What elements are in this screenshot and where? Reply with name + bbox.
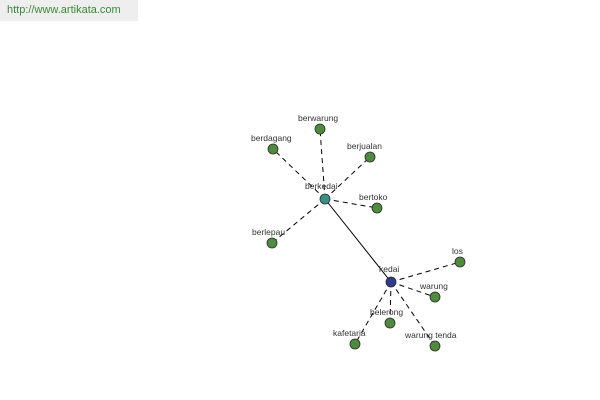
node-label-warung: warung [419, 281, 448, 291]
edge-kedai-warung [390, 281, 436, 298]
node-warung-tenda[interactable] [429, 340, 441, 352]
hub-node-kedai[interactable] [385, 276, 397, 288]
edge-berkedai-berwarung [319, 128, 326, 200]
node-kafetaria[interactable] [349, 338, 361, 350]
edge-berkedai-berlepau [271, 198, 326, 244]
edge-kedai-kafetaria [354, 281, 392, 345]
node-label-warung-tenda: warung tenda [404, 330, 457, 340]
node-label-belerong: belerong [370, 307, 403, 317]
edge-berkedai-berjualan [324, 156, 371, 200]
node-los[interactable] [454, 256, 466, 268]
node-label-bertoko: bertoko [359, 192, 388, 202]
node-berjualan[interactable] [364, 151, 376, 163]
node-label-berdagang: berdagang [251, 133, 292, 143]
edge-kedai-los [390, 261, 461, 283]
edges-layer [271, 128, 461, 347]
edge-kedai-belerong [389, 281, 392, 324]
node-bertoko[interactable] [371, 202, 383, 214]
node-label-kafetaria: kafetaria [333, 328, 366, 338]
hub-node-berkedai[interactable] [319, 193, 331, 205]
edge-kedai-warung-tenda [390, 281, 436, 347]
labels-layer: berwarung berdagang berjualan bertoko berlep… [251, 113, 463, 340]
node-berwarung[interactable] [314, 123, 326, 135]
node-berdagang[interactable] [267, 143, 279, 155]
node-label-kedai: kedai [379, 264, 399, 274]
watermark-url: http://www.artikata.com [0, 0, 138, 21]
node-belerong[interactable] [384, 317, 396, 329]
nodes-layer [266, 123, 466, 352]
edge-berkedai-kedai [324, 198, 392, 283]
node-warung[interactable] [429, 291, 441, 303]
node-label-berwarung: berwarung [298, 113, 338, 123]
node-berlepau[interactable] [266, 237, 278, 249]
node-label-berlepau: berlepau [252, 227, 285, 237]
node-label-los: los [452, 246, 463, 256]
edge-berkedai-berdagang [272, 148, 326, 200]
node-label-berkedai: berkedai [305, 181, 338, 191]
node-label-berjualan: berjualan [347, 141, 382, 151]
